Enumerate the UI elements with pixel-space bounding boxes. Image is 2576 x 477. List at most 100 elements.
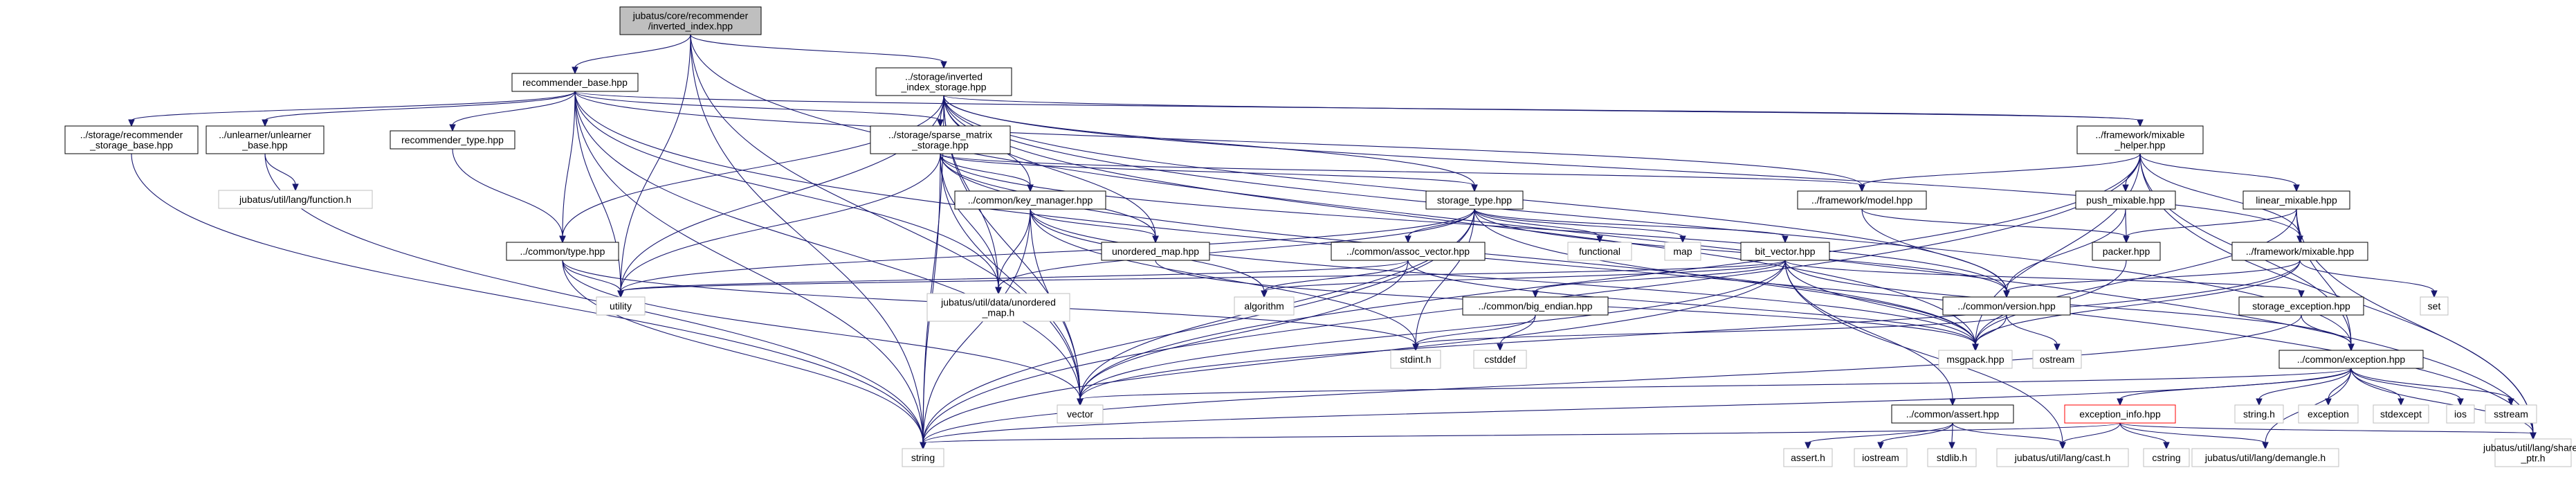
edge-arrowhead [1471, 184, 1478, 192]
edge-arrowhead [1858, 184, 1865, 192]
node-label: packer.hpp [2103, 246, 2150, 257]
node-unordered-map[interactable]: unordered_map.hpp [1101, 242, 1210, 261]
edge-arrowhead [2123, 235, 2130, 244]
node-big-endian[interactable]: ../common/big_endian.hpp [1462, 296, 1609, 316]
node-push-mixable[interactable]: push_mixable.hpp [2075, 190, 2176, 210]
node-linear-mixable[interactable]: linear_mixable.hpp [2242, 190, 2350, 210]
node-box [2278, 350, 2424, 369]
edge-common_assert-to-iostream [1877, 422, 1953, 450]
edge-linear_mixable-to-packer [2123, 208, 2297, 244]
node-common-version[interactable]: ../common/version.hpp [1942, 296, 2071, 316]
node-mixable-helper[interactable]: ../framework/mixable_helper.hpp [2076, 125, 2204, 154]
edge-common_exception-to-sstream [2350, 368, 2514, 406]
node-recommender-base[interactable]: recommender_base.hpp [511, 73, 639, 92]
node-key-manager[interactable]: ../common/key_manager.hpp [954, 190, 1106, 210]
node-label: ios [2454, 408, 2467, 420]
node-box [1797, 190, 1927, 210]
node-box [596, 296, 646, 316]
edge-sparse_matrix_storage-to-utility [617, 153, 941, 298]
node-box [2420, 296, 2449, 316]
node-storage-exception[interactable]: storage_exception.hpp [2238, 296, 2364, 316]
node-box [2494, 438, 2572, 467]
edge-assoc_vector-to-vector [1077, 260, 1409, 406]
node-box [1942, 296, 2071, 316]
node-box [2032, 350, 2082, 369]
node-label: _helper.hpp [2114, 140, 2165, 151]
node-recommender-type[interactable]: recommender_type.hpp [390, 130, 515, 150]
node-packer[interactable]: packer.hpp [2092, 242, 2161, 261]
node-label: exception_info.hpp [2079, 408, 2161, 420]
edge-exception_info-to-util_cast [2059, 422, 2121, 450]
node-box [1425, 190, 1524, 210]
node-box [902, 448, 944, 467]
node-label: ../common/assert.hpp [1906, 408, 2000, 420]
node-box [205, 125, 325, 154]
node-label: set [2428, 300, 2441, 312]
node-bit-vector[interactable]: bit_vector.hpp [1740, 242, 1830, 261]
node-box [2373, 404, 2429, 424]
node-assoc-vector[interactable]: ../common/assoc_vector.hpp [1331, 242, 1486, 261]
node-label: ../common/exception.hpp [2297, 354, 2406, 365]
edge-bit_vector-to-string [920, 260, 1786, 450]
node-box [2242, 190, 2350, 210]
node-label: jubatus/util/lang/function.h [239, 194, 351, 205]
node-storage-type[interactable]: storage_type.hpp [1425, 190, 1524, 210]
node-sparse-matrix-storage[interactable]: ../storage/sparse_matrix_storage.hpp [870, 125, 1011, 154]
edge-common_exception-to-vector [1077, 368, 2352, 406]
node-label: jubatus/core/recommender [632, 10, 749, 21]
node-exception-info: exception_info.hpp [2064, 404, 2176, 424]
node-framework-model[interactable]: ../framework/model.hpp [1797, 190, 1927, 210]
node-common-assert[interactable]: ../common/assert.hpp [1891, 404, 2014, 424]
edge-sparse_matrix_storage-to-framework_model [940, 153, 1865, 192]
node-root[interactable]: jubatus/core/recommender/inverted_index.… [619, 6, 762, 35]
edge-key_manager-to-unordered_map [1030, 208, 1159, 244]
edge-framework_model-to-packer [1861, 208, 2130, 244]
node-box [2143, 448, 2190, 467]
node-box [511, 73, 639, 92]
node-cstddef: cstddef [1473, 350, 1527, 369]
edge-common_exception-to-exception_info [2117, 368, 2352, 406]
node-set: set [2420, 296, 2449, 316]
node-box [2298, 404, 2359, 424]
edge-storage_exception-to-string [920, 314, 2302, 450]
edge-arrowhead [2262, 442, 2269, 450]
edge-common_exception-to-string_h [2256, 368, 2352, 406]
node-storage-recommender-base[interactable]: ../storage/recommender_storage_base.hpp [64, 125, 199, 154]
node-iostream: iostream [1854, 448, 1908, 467]
edge-arrowhead [1412, 343, 1419, 352]
node-label: ../framework/model.hpp [1811, 195, 1912, 206]
node-unlearner-base[interactable]: ../unlearner/unlearner_base.hpp [205, 125, 325, 154]
node-stdexcept: stdexcept [2373, 404, 2429, 424]
node-framework-mixable[interactable]: ../framework/mixable.hpp [2231, 242, 2368, 261]
edge-arrowhead [292, 183, 299, 192]
node-common-type[interactable]: ../common/type.hpp [506, 242, 619, 261]
edge-arrowhead [2431, 290, 2438, 298]
edge-inverted_index_storage-to-common_type [559, 95, 944, 244]
node-box [506, 242, 619, 261]
node-label: _storage_base.hpp [89, 140, 173, 151]
edge-exception_info-to-cstring [2119, 422, 2170, 450]
node-box [619, 6, 762, 35]
edge-arrowhead [2059, 442, 2066, 450]
edge-key_manager-to-msgpack [1030, 208, 1979, 352]
edge-linear_mixable-to-msgpack [1972, 208, 2297, 352]
node-box [1101, 242, 1210, 261]
node-label: jubatus/util/data/unordered [940, 297, 1056, 308]
edge-arrowhead [449, 124, 456, 132]
node-label: cstddef [1484, 354, 1515, 365]
edge-arrowhead [559, 235, 566, 244]
edge-common_type-to-string [562, 260, 926, 450]
node-box [1390, 350, 1441, 369]
node-inverted-index-storage[interactable]: ../storage/inverted_index_storage.hpp [875, 67, 1012, 96]
edge-big_endian-to-cstddef [1497, 314, 1536, 352]
node-string: string [902, 448, 944, 467]
node-label: stdlib.h [1937, 452, 1967, 463]
edge-sparse_matrix_storage-to-storage_type [940, 153, 1478, 192]
node-label: unordered_map.hpp [1112, 246, 1199, 257]
node-label: ../common/type.hpp [520, 246, 605, 257]
edge-exception_info-to-string [920, 422, 2121, 450]
node-common-exception[interactable]: ../common/exception.hpp [2278, 350, 2424, 369]
edge-arrowhead [1596, 235, 1603, 244]
node-label: storage_type.hpp [1437, 195, 1512, 206]
